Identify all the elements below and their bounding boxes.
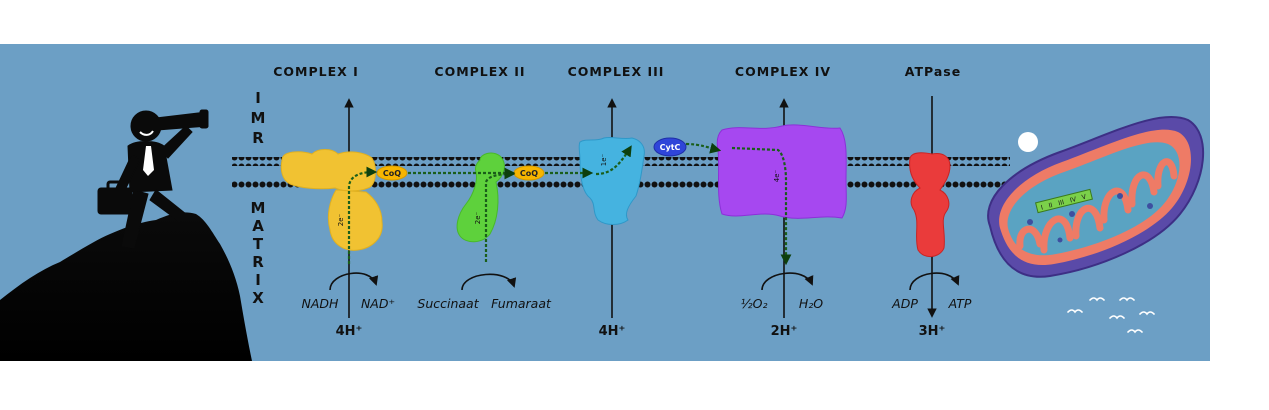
complex-i-reaction-arrow — [329, 272, 379, 291]
mito-complex-label-iii: III — [1057, 198, 1065, 207]
complex-ii-electron-count: 2e⁻ — [474, 211, 482, 224]
electron-path-complex-ii — [484, 168, 516, 262]
moon-icon — [1018, 132, 1038, 152]
complex-ii-header: COMPLEX II — [434, 64, 525, 79]
atpase-protons: 3H⁺ — [919, 324, 946, 339]
electron-path-cytc — [685, 142, 722, 154]
imr-letter-1: I — [255, 89, 261, 107]
complex-iii-header: COMPLEX III — [568, 64, 665, 79]
complex-i-electron-count: 2e⁻ — [337, 213, 345, 226]
matrix-letter-6: X — [252, 289, 264, 307]
atpase — [909, 152, 951, 257]
imr-letter-3: R — [252, 129, 264, 147]
matrix-letter-5: I — [255, 271, 261, 289]
explorer-icon — [97, 109, 209, 249]
cytc-carrier: CytC — [653, 137, 687, 157]
succinate-label: Succinaat — [417, 296, 479, 311]
complex-i-protons: 4H⁺ — [336, 324, 363, 339]
rock-silhouette — [0, 212, 252, 361]
matrix-letter-4: R — [252, 253, 264, 271]
complex-iv-protons: 2H⁺ — [771, 324, 798, 339]
complex-ii — [456, 152, 505, 243]
complex-iv-reaction-arrow — [761, 272, 814, 291]
electron-path-complex-i — [347, 166, 378, 264]
mitochondrion-illustration: I II III IV V — [987, 115, 1205, 278]
atp-label: ATP — [948, 296, 972, 311]
complex-iv-electron-count: 4e⁻ — [773, 169, 781, 182]
nadh-label: NADH — [302, 296, 340, 311]
mito-complex-label-v: V — [1081, 193, 1088, 202]
mito-complex-label-i: I — [1040, 203, 1044, 211]
coq-carrier-2: CoQ — [513, 165, 545, 181]
adp-label: ADP — [891, 296, 918, 311]
matrix-label: M A T R I X — [251, 199, 266, 307]
oxygen-label: ½O₂ — [741, 296, 768, 311]
atpase-header: ATPase — [905, 64, 961, 79]
imr-letter-2: M — [251, 109, 266, 127]
matrix-letter-1: M — [251, 199, 266, 217]
atpase-reaction-arrow — [909, 272, 960, 291]
coq-label-1: CoQ — [383, 169, 401, 178]
coq-label-2: CoQ — [520, 169, 538, 178]
electron-path-complex-iv — [731, 146, 792, 266]
complex-iv — [716, 124, 847, 219]
matrix-letter-3: T — [253, 235, 264, 253]
water-label: H₂O — [799, 296, 823, 311]
nad-label: NAD⁺ — [361, 296, 395, 311]
complex-iv-header: COMPLEX IV — [735, 64, 831, 79]
birds-decoration — [1067, 297, 1155, 334]
complex-iii — [578, 136, 645, 225]
fumarate-label: Fumaraat — [491, 296, 552, 311]
reaction-arrows — [329, 272, 960, 291]
complex-iii-electron-count: 1e⁻ — [600, 153, 608, 166]
matrix-letter-2: A — [252, 217, 264, 235]
complex-ii-reaction-arrow — [461, 273, 517, 291]
complex-iii-protons: 4H⁺ — [599, 324, 626, 339]
mito-complex-label-iv: IV — [1069, 195, 1078, 204]
mito-complex-label-ii: II — [1048, 201, 1054, 210]
electron-path-complex-iii — [595, 145, 632, 176]
coq-carrier-1: CoQ — [376, 165, 408, 181]
cytc-label: CytC — [660, 143, 681, 152]
electron-path — [347, 142, 792, 266]
imr-label: I M R — [251, 89, 266, 147]
complex-i-header: COMPLEX I — [273, 64, 359, 79]
